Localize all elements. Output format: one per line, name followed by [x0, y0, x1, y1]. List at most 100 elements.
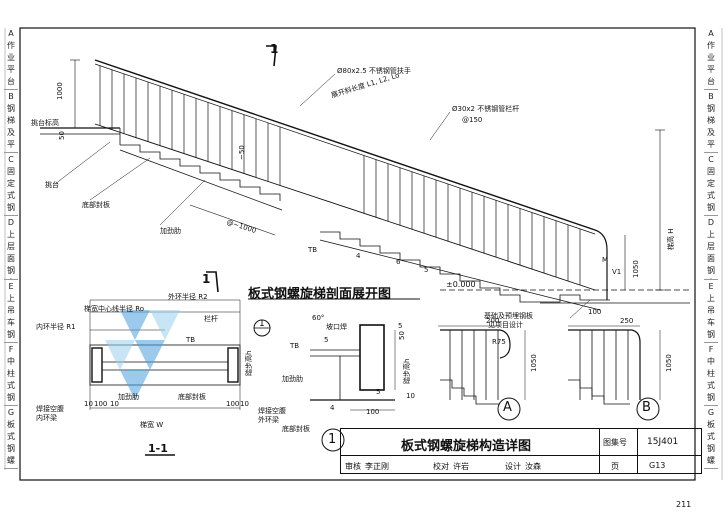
post-label: Ø30x2 不锈钢管栏杆 [452, 105, 520, 113]
index-tab-letter: B [8, 92, 14, 102]
detail-1-label: 1 [328, 432, 337, 447]
index-tab-text: 台钢 [4, 151, 18, 153]
dim-4-label: 4 [356, 252, 361, 260]
d1-rib-label: 加劲肋 [282, 375, 303, 383]
index-tab-text: 作业 [7, 41, 15, 62]
index-tab-letter: A [708, 29, 714, 38]
stair-height-label: 梯高 H [667, 228, 675, 251]
index-tab-e[interactable]: E上吊车钢斜梯 [4, 281, 18, 343]
index-tab-text: 式钢 [7, 380, 15, 402]
m-label: M [602, 256, 609, 264]
index-tab-text: 旋梯 [4, 467, 18, 469]
index-tab-text: 面钢 [707, 254, 715, 276]
step-height-label: 踏步高h [245, 350, 253, 376]
index-tab-text: 斜梯 [704, 214, 718, 216]
b-dim-1050: 1050 [665, 354, 673, 372]
index-tab-letter: D [707, 218, 715, 228]
check-label: 校对 [433, 462, 449, 471]
drawing-frame [19, 27, 696, 481]
index-tab-text: 旋梯 [704, 467, 718, 469]
atlas-no-label: 图集号 [603, 438, 627, 447]
plan-section [89, 299, 271, 456]
index-tab-e[interactable]: E上吊车钢斜梯 [704, 281, 718, 343]
detail-a [438, 325, 526, 421]
b-dim-250: 250 [620, 317, 634, 325]
index-tab-text: 式钢 [707, 191, 715, 213]
d1-step-label: 踏步高h [403, 358, 411, 384]
index-tab-text: 平台 [7, 65, 15, 86]
watermark-triangles [105, 310, 180, 400]
index-tab-text: 钢梯 [704, 88, 718, 90]
index-tab-b[interactable]: B钢梯及平台钢护栏 [4, 91, 18, 154]
index-tab-text: 中柱 [7, 356, 15, 378]
index-tab-text: 及平 [707, 128, 715, 150]
a-radius: R75 [492, 338, 506, 346]
index-tab-c[interactable]: C 固定式钢斜梯 [704, 154, 718, 217]
d1-tb-label: TB [290, 342, 300, 350]
index-tab-c[interactable]: C固定式钢斜梯 [4, 154, 18, 217]
designer-name: 汝森 [525, 462, 541, 471]
checker-name: 许岩 [453, 462, 469, 471]
index-tab-text: 中柱 [707, 356, 715, 378]
index-tab-letter: A [8, 29, 14, 38]
dim-1050-label: 1050 [632, 260, 640, 278]
index-tab-text: 车钢 [7, 317, 15, 339]
dim-10b: 10 [110, 400, 119, 408]
stair-width-label: 梯宽 W [140, 421, 164, 429]
dim-5-label: 5 [424, 266, 429, 274]
index-tab-text: 及平 [7, 128, 15, 150]
index-tab-text: 钢梯 [707, 104, 715, 126]
outer-beam-label: 外环梁 [258, 416, 279, 424]
dim-10c: 10 [240, 400, 249, 408]
dim-1000-vertical: 1000 [56, 82, 64, 100]
index-tab-text: 板式 [707, 419, 715, 441]
plan-rib-label: 加劲肋 [118, 393, 139, 401]
page-label: 页 [611, 462, 619, 471]
index-tab-b[interactable]: B钢梯及平台钢护栏 [704, 91, 718, 154]
index-tab-text: 螺旋 [704, 404, 718, 406]
dim-100-label: 100 [588, 308, 602, 316]
dim-10a: 10 [84, 400, 93, 408]
index-tab-d[interactable]: D上层面钢直梯 [4, 217, 18, 280]
index-tab-g[interactable]: G板式钢螺旋梯 [4, 407, 18, 469]
inner-radius-label: 内环半径 R1 [36, 323, 76, 331]
detail-b [568, 325, 661, 421]
detail-b-label: B [642, 400, 651, 415]
bottom-plate-label: 底部封板 [82, 201, 110, 209]
index-tab-text: 螺旋 [4, 404, 18, 406]
index-tab-letter: F [708, 344, 714, 354]
atlas-no-value: 15J401 [647, 437, 679, 447]
handrail-label: Ø80x2.5 不锈钢管扶手 [337, 67, 411, 75]
index-tab-text: 板式 [7, 419, 15, 441]
main-title: 板式钢螺旋梯剖面展开图 [248, 287, 392, 302]
detail-a-label: A [503, 400, 512, 415]
index-tab-d[interactable]: D上层面钢直梯 [704, 217, 718, 280]
platform-elevation-label: 挑台标高 [31, 119, 59, 127]
d1-dim-50: 50 [398, 331, 406, 340]
index-tab-f[interactable]: F中柱式钢螺旋梯 [4, 344, 18, 406]
rib-label: 加劲肋 [160, 227, 181, 235]
index-tab-text: 固定 [707, 167, 715, 189]
index-tab-text: 斜梯 [4, 341, 18, 343]
index-tab-text: 钢螺 [7, 443, 15, 465]
index-tab-text: 直梯 [704, 277, 718, 279]
d1-dim-5a: 5 [324, 336, 329, 344]
index-tab-text: 上层 [7, 230, 15, 252]
d1-bottom-label: 底部封板 [282, 425, 310, 433]
index-tab-a[interactable]: A作业平台钢梯 [704, 28, 718, 91]
index-tab-text: 钢螺 [707, 443, 715, 465]
dim-50-vertical: 50 [58, 131, 66, 140]
reviewer-name: 李正刚 [365, 462, 389, 471]
dim-100b: 100 [226, 400, 240, 408]
post-spacing-label: @150 [462, 116, 483, 124]
index-tab-f[interactable]: F中柱式钢螺旋梯 [704, 344, 718, 406]
dim-6-label: 6 [396, 258, 401, 266]
index-tab-text: 钢梯 [4, 88, 18, 90]
index-tab-g[interactable]: G板式钢螺旋梯 [704, 407, 718, 469]
index-tab-letter: C [708, 155, 714, 165]
balusters [99, 65, 581, 286]
ground-elevation-label: ±0.000 [446, 280, 476, 289]
index-tab-a[interactable]: A 作业平台钢梯 [4, 28, 18, 91]
index-tab-text: 台钢 [704, 151, 718, 153]
